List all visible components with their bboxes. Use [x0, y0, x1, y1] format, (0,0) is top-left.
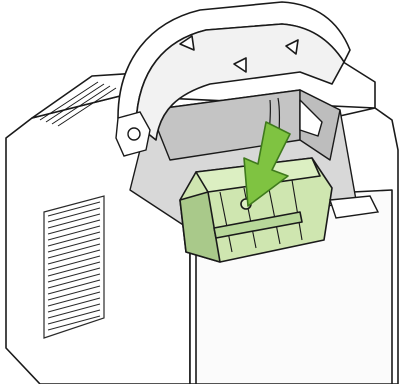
illustration-canvas — [0, 0, 405, 384]
printer-illustration — [0, 0, 405, 384]
